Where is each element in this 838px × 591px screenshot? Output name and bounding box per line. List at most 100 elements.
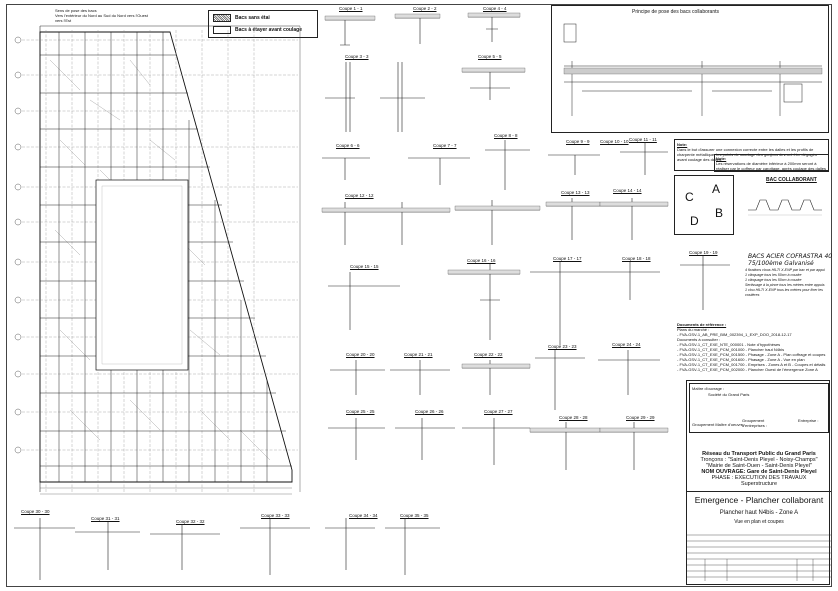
subtitle: Plancher haut N4bis - Zone A	[719, 510, 799, 516]
section-label-1: Coupe 1 - 1	[339, 6, 363, 11]
section-label-18: Coupe 18 - 18	[622, 256, 651, 261]
bac-note-3: 1 clinquage tous les 50cm à coudre	[745, 278, 802, 282]
reference-line-6: - FVA-GSV-1_CT_EXE_PCM_001500 - Phasage …	[677, 352, 826, 357]
section-label-25: Coupe 25 - 25	[346, 409, 375, 414]
bac-notes: 4 fixations clous HILTI X-ENP par bac et…	[745, 268, 829, 298]
legend-swatch-no-prop	[213, 14, 231, 22]
section-label-23: Coupe 23 - 23	[548, 344, 577, 349]
section-label-15: Coupe 15 - 15	[350, 264, 379, 269]
section-label-13: Coupe 13 - 13	[561, 190, 590, 195]
section-label-2: Coupe 2 - 2	[413, 6, 437, 11]
section-label-29: Coupe 29 - 29	[626, 415, 655, 420]
revision-table	[687, 534, 831, 581]
plan-header-line-2: Vers l'extérieur du Nord au Sud du Nord …	[55, 13, 148, 23]
section-label-26: Coupe 26 - 26	[415, 409, 444, 414]
plan-header: Sens de pose des bacs Vers l'extérieur d…	[55, 8, 155, 23]
bac-letter-b: B	[715, 206, 724, 220]
bac-product: BACS ACIER COFRASTRA 40 75/100ème Galvan…	[748, 253, 832, 267]
legend-swatch-prop	[213, 26, 231, 34]
references-block: Documents de référence : Plans du marché…	[677, 322, 827, 372]
section-label-19: Coupe 19 - 19	[689, 250, 718, 255]
bac-letter-c: C	[685, 190, 694, 204]
section-label-14: Coupe 14 - 14	[613, 188, 642, 193]
reference-line-9: - FVA-GSV-1_CT_EXE_PCM_002000 - Plancher…	[677, 367, 818, 372]
section-label-12: Coupe 12 - 12	[345, 193, 374, 198]
bac-note-4: Sertissage à la pince tous les mètres en…	[745, 283, 825, 287]
references-heading: Documents de référence :	[677, 322, 727, 327]
section-line: Tronçons : "Saint-Denis Pleyel - Noisy-C…	[700, 457, 818, 463]
reference-line-7: - FVA-GSV-1_CT_EXE_PCM_001600 - Phasage …	[677, 357, 805, 362]
section-label-31: Coupe 31 - 31	[91, 516, 120, 521]
section-label-3: Coupe 3 - 3	[345, 54, 369, 59]
title-block-project: Réseau du Transport Public du Grand Pari…	[689, 451, 829, 487]
reference-line-2: - FVA-GSV-1_AB_PRE_BIM_002394_1_EXP_DOO_…	[677, 332, 792, 337]
section-label-20: Coupe 20 - 20	[346, 352, 375, 357]
note2-box: Note: Les réservations de diamètre infér…	[714, 154, 829, 172]
section-label-16: Coupe 16 - 16	[467, 258, 496, 263]
section-label-27: Coupe 27 - 27	[484, 409, 513, 414]
bac-note-2: 1 clinquage tous les 50cm à coudre	[745, 273, 802, 277]
section-label-5: Coupe 5 - 5	[478, 54, 502, 59]
section-label-6: Coupe 6 - 6	[336, 143, 360, 148]
bac-letter-d: D	[690, 214, 699, 228]
client-label: Maître d'ouvrage :	[692, 386, 725, 391]
contractors-label: Groupement d'entreprises :	[742, 418, 767, 428]
section-label-35: Coupe 35 - 35	[400, 513, 429, 518]
note-heading: Note:	[677, 142, 688, 147]
reference-line-1: Plans du marché :	[677, 327, 710, 332]
bac-detail-box: A B C D	[674, 175, 734, 235]
legend-label-prop: Bacs à étayer avant coulage	[235, 27, 302, 33]
section-label-33: Coupe 33 - 33	[261, 513, 290, 518]
title-block-parties: Maître d'ouvrage : Société du Grand Pari…	[689, 383, 829, 433]
bac-profile-drawing	[748, 199, 822, 216]
bac-collaborant-block: A B C D BAC COLLABORANT	[674, 175, 829, 250]
title-block: Maître d'ouvrage : Société du Grand Pari…	[686, 380, 831, 585]
section-label-28: Coupe 28 - 28	[559, 415, 588, 420]
moe-label: Groupement Maître d'oeuvre :	[692, 422, 746, 427]
bac-product-line-2: 75/100ème Galvanisé	[748, 260, 814, 267]
plan-legend: Bacs sans étai Bacs à étayer avant coula…	[208, 10, 318, 38]
section-label-32: Coupe 32 - 32	[176, 519, 205, 524]
section-label-17: Coupe 17 - 17	[553, 256, 582, 261]
reference-line-8: - FVA-GSV-1_CT_EXE_PCM_001700 - Emprises…	[677, 362, 826, 367]
section-label-24: Coupe 24 - 24	[612, 342, 641, 347]
bac-note-1: 4 fixations clous HILTI X-ENP par bac et…	[745, 268, 825, 272]
reference-line-5: - FVA-GSV-1_CT_EXE_PCM_001000 - Plancher…	[677, 347, 785, 352]
bac-note-5: 1 clou HILTI X-ENP tous les mètres pour …	[745, 288, 823, 297]
title-block-main: Emergence - Plancher collaborant Planche…	[687, 491, 831, 525]
section-label-11: Coupe 11 - 11	[629, 137, 657, 142]
section-label-9: Coupe 9 - 9	[566, 139, 590, 144]
principle-title: Principe de pose des bacs collaborants	[632, 9, 719, 15]
section-label-8: Coupe 8 - 8	[494, 133, 518, 138]
mairie-line: "Mairie de Saint-Ouen - Saint-Denis Pley…	[706, 463, 812, 469]
section-label-4: Coupe 4 - 4	[483, 6, 507, 11]
legend-label-no-prop: Bacs sans étai	[235, 15, 270, 21]
principle-box: Principe de pose des bacs collaborants	[551, 5, 829, 133]
note2-text: Les réservations de diamètre inférieur à…	[716, 161, 826, 171]
section-label-21: Coupe 21 - 21	[404, 352, 433, 357]
main-title: Emergence - Plancher collaborant	[694, 495, 824, 505]
ouvrage-line: NOM OUVRAGE: Gare de Saint-Denis Pleyel	[701, 469, 817, 475]
company-label: Entreprise :	[798, 418, 819, 423]
section-label-10: Coupe 10 - 10	[600, 139, 629, 144]
section-label-34: Coupe 34 - 34	[349, 513, 378, 518]
client-name: Société du Grand Paris	[708, 392, 750, 397]
section-label-7: Coupe 7 - 7	[433, 143, 457, 148]
network-name: Réseau du Transport Public du Grand Pari…	[702, 451, 816, 457]
subphase-line: Superstructure	[740, 481, 778, 487]
bac-title: BAC COLLABORANT	[766, 177, 817, 183]
note2-heading: Note:	[716, 156, 727, 161]
reference-line-3: Documents à consulter :	[677, 337, 721, 342]
plan-header-line-1: Sens de pose des bacs	[55, 8, 97, 13]
bac-product-line-1: BACS ACIER COFRASTRA 40	[748, 253, 833, 260]
reference-line-4: - FVA-GSV-1_CT_EXE_NTE_000001 - Note d'h…	[677, 342, 781, 347]
view-title: Vue en plan et coupes	[734, 519, 784, 525]
phase-line: PHASE : EXECUTION DES TRAVAUX	[711, 475, 807, 481]
drawing-sheet	[6, 4, 832, 587]
bac-letter-a: A	[712, 182, 721, 196]
section-label-30: Coupe 30 - 30	[21, 509, 50, 514]
section-label-22: Coupe 22 - 22	[474, 352, 503, 357]
principle-drawing	[563, 23, 823, 116]
